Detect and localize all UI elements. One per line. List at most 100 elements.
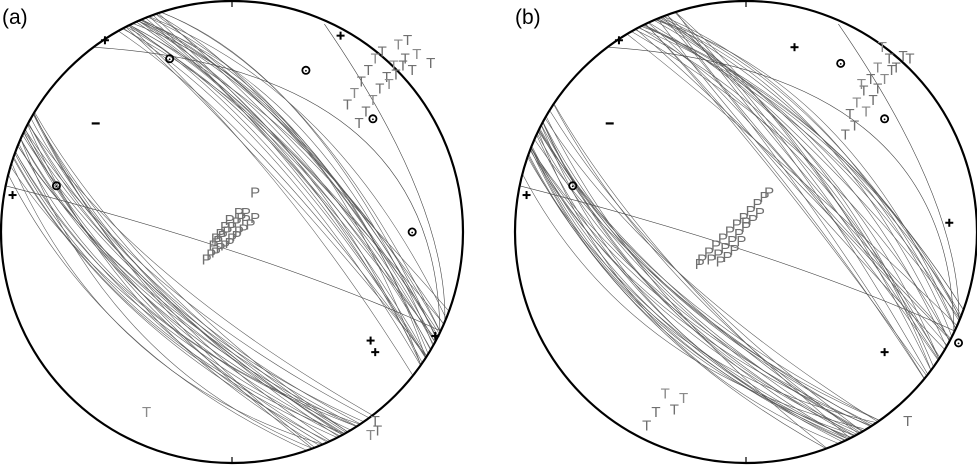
nodal-plane-arc [2, 16, 396, 446]
p-axis-marker: P [697, 251, 707, 268]
nodal-plane-arc [516, 26, 890, 450]
p-axis-marker: P [213, 233, 223, 250]
nodal-plane-arc [516, 2, 881, 451]
t-axis-marker: T [408, 62, 417, 79]
nodal-polarity-marker [954, 338, 964, 348]
p-axis-marker: P [232, 214, 242, 231]
t-axis-marker: T [868, 92, 877, 109]
nodal-plane-arc [2, 2, 346, 435]
t-axis-marker: T [887, 62, 896, 79]
compression-polarity-marker [945, 218, 954, 227]
p-axis-marker: P [236, 210, 246, 227]
p-axis-marker: P [220, 237, 230, 254]
p-axis-marker: P [220, 219, 230, 236]
p-axis-marker: P [250, 184, 260, 201]
t-axis-marker: T [343, 97, 352, 114]
nodal-plane-arc [107, 12, 462, 444]
nodal-plane-arc [676, 12, 976, 371]
compression-polarity-marker [336, 31, 345, 40]
p-axis-marker: P [741, 219, 751, 236]
nodal-plane-arc [5, 185, 452, 337]
t-axis-marker: T [859, 83, 868, 100]
nodal-plane-arc [2, 28, 359, 462]
nodal-plane-arc [516, 17, 930, 462]
compression-polarity-marker [366, 336, 375, 345]
t-axis-marker: T [845, 106, 854, 123]
nodal-polarity-marker [368, 114, 378, 124]
nodal-polarity-marker [165, 54, 175, 64]
p-axis-marker: P [704, 244, 714, 261]
nodal-plane-arc [2, 34, 385, 458]
nodal-plane-arc [516, 36, 888, 462]
p-axis-marker: P [764, 184, 774, 201]
t-axis-marker: T [401, 50, 410, 67]
nodal-plane-arc [675, 12, 976, 431]
p-axis-marker: P [723, 249, 733, 266]
t-axis-marker: T [651, 404, 660, 421]
p-axis-marker: P [234, 205, 244, 222]
nodal-plane-arc [516, 2, 925, 449]
t-axis-marker: T [873, 80, 882, 97]
p-axis-marker: P [241, 212, 251, 229]
nodal-plane-arc [633, 12, 959, 434]
t-axis-marker: T [892, 60, 901, 77]
nodal-plane-arc [2, 7, 344, 462]
nodal-plane-arc [598, 12, 976, 355]
p-axis-marker: P [209, 237, 219, 254]
t-axis-marker: T [880, 71, 889, 88]
p-axis-marker: P [225, 212, 235, 229]
compression-polarity-marker [790, 43, 799, 52]
nodal-plane-arc [659, 12, 973, 337]
t-axis-marker: T [368, 92, 377, 109]
nodal-polarity-marker [568, 181, 578, 191]
p-axis-marker: P [759, 189, 769, 206]
t-axis-marker: T [878, 39, 887, 56]
p-axis-marker: P [706, 251, 716, 268]
t-axis-marker: T [857, 76, 866, 93]
nodal-plane-arc [516, 13, 872, 441]
nodal-plane-arc [101, 12, 456, 429]
nodal-plane-arc [519, 185, 966, 337]
p-axis-marker: P [215, 240, 225, 257]
nodal-plane-arc [596, 12, 976, 351]
nodal-plane-arc [516, 22, 904, 433]
t-axis-marker: T [357, 73, 366, 90]
nodal-plane-arc [2, 7, 375, 451]
nodal-plane-arc [157, 12, 462, 340]
p-axis-marker: P [713, 247, 723, 264]
t-axis-marker: T [142, 404, 151, 421]
nodal-plane-arc [88, 12, 462, 423]
p-axis-marker: P [234, 224, 244, 241]
stereonet-panel-b: (b) PPPPPPPPPPPPPPPPPPPPPPPPPTTTTTTTTTTT… [513, 0, 977, 465]
p-axis-marker: P [222, 224, 232, 241]
nodal-plane-arc [654, 12, 966, 350]
p-axis-marker: P [753, 196, 763, 213]
p-axis-marker: P [736, 233, 746, 250]
t-axis-marker: T [679, 390, 688, 407]
t-axis-marker: T [841, 127, 850, 144]
nodal-plane-arc [121, 12, 457, 379]
p-axis-marker: P [211, 231, 221, 248]
compression-polarity-marker [614, 36, 623, 45]
nodal-plane-arc [516, 2, 856, 440]
t-axis-marker: T [389, 57, 398, 74]
t-axis-marker: T [403, 32, 412, 49]
nodal-plane-arc [97, 12, 462, 444]
t-axis-marker: T [426, 55, 435, 72]
t-axis-marker: T [898, 48, 907, 65]
p-axis-marker: P [732, 217, 742, 234]
nodal-plane-arc [645, 12, 962, 436]
nodal-plane-arc [630, 12, 976, 401]
t-axis-marker: T [373, 422, 382, 439]
t-axis-marker: T [905, 50, 914, 67]
compression-polarity-marker [431, 331, 440, 340]
t-axis-marker: T [364, 62, 373, 79]
p-axis-marker: P [225, 235, 235, 252]
p-axis-marker: P [720, 240, 730, 257]
nodal-plane-arc [111, 12, 462, 437]
nodal-plane-arc [2, 31, 361, 462]
p-axis-marker: P [755, 205, 765, 222]
t-axis-marker: T [866, 71, 875, 88]
nodal-plane-arc [516, 37, 864, 429]
nodal-polarity-marker [51, 181, 61, 191]
